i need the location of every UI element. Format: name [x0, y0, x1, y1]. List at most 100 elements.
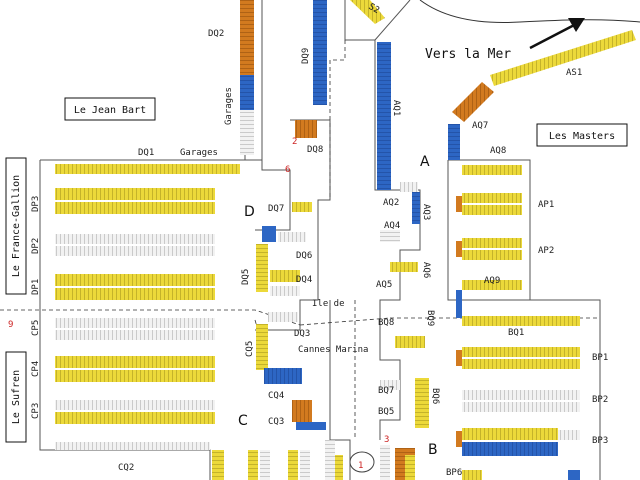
bq8-berths [395, 336, 425, 348]
masters-box [536, 123, 628, 147]
bp3-berths-b [462, 442, 558, 456]
zone-c: C [238, 413, 248, 429]
cp3-berths-b [55, 412, 215, 424]
dp1-berths-a [55, 274, 215, 286]
bq6-berths [415, 378, 429, 428]
label-bp6: BP6 [446, 468, 462, 478]
bp3-berths-a [462, 428, 558, 440]
aq9-end [456, 290, 462, 318]
bottom-pontoon-1 [248, 450, 258, 480]
bottom-pontoon-5 [325, 440, 335, 480]
aq5-berths [390, 262, 418, 272]
dp3-berths-b [55, 202, 215, 214]
bp3-grey [558, 430, 580, 440]
label-dq1: DQ1 [138, 148, 154, 158]
bottom-pontoon-3 [288, 450, 298, 480]
dq2-berths-orange [240, 0, 254, 75]
ap2-end [456, 241, 462, 257]
label-dq8: DQ8 [307, 145, 323, 155]
number-2: 2 [292, 137, 297, 147]
sea-label: Vers la Mer [425, 47, 511, 62]
cp5-berths-b [55, 330, 215, 340]
bp2-berths-a [462, 390, 580, 400]
ap2-berths-a [462, 238, 522, 248]
dq2-berths-blue [240, 75, 254, 110]
number-9: 9 [8, 320, 13, 330]
garages-label-horizontal: Garages [180, 148, 218, 158]
label-cq3: CQ3 [268, 417, 284, 427]
label-cq2: CQ2 [118, 463, 134, 473]
dq5-berths [256, 244, 268, 292]
label-bq1: BQ1 [508, 328, 524, 338]
dq9-berths [313, 0, 327, 105]
zone-d: D [244, 204, 255, 220]
aq8-berths [462, 165, 522, 175]
dp2-berths-a [55, 234, 215, 244]
label-aq3: AQ3 [421, 204, 431, 220]
ap1-berths-b [462, 205, 522, 215]
cq3-blue [296, 422, 326, 430]
sufren-label: Le Sufren [11, 370, 22, 424]
bp2-berths-b [462, 402, 580, 412]
as1-berths [490, 30, 636, 86]
label-aq5: AQ5 [376, 280, 392, 290]
dq3-grey [268, 312, 298, 322]
label-dq2: DQ2 [208, 29, 224, 39]
aq2-berths [400, 182, 418, 192]
jean-bart-label: Le Jean Bart [74, 105, 146, 116]
ap1-end [456, 196, 462, 212]
bp6-blue [568, 470, 580, 480]
number-3: 3 [384, 435, 389, 445]
label-bq6: BQ6 [430, 388, 440, 404]
label-aq2: AQ2 [383, 198, 399, 208]
dq8-berths [295, 120, 317, 138]
dq6-berths [262, 226, 276, 242]
bottom-pontoon-8 [405, 455, 415, 480]
label-aq8: AQ8 [490, 146, 506, 156]
dp3-berths-a [55, 188, 215, 200]
bottom-pontoon-7 [380, 445, 390, 480]
sea-arrow [529, 20, 581, 50]
label-aq4: AQ4 [384, 221, 400, 231]
number-6: 6 [285, 165, 290, 175]
bottom-pontoon-4 [300, 450, 310, 480]
sea-arrow-head [568, 18, 585, 32]
dq6-grey [278, 232, 306, 242]
label-aq7: AQ7 [472, 121, 488, 131]
label-bq9: BQ9 [425, 310, 435, 326]
cq5-berths [256, 324, 268, 370]
label-aq9: AQ9 [484, 276, 500, 286]
zone-b: B [428, 442, 438, 458]
label-dq3: DQ3 [294, 329, 310, 339]
cp5-berths-a [55, 318, 215, 328]
bp1-berths-a [462, 347, 580, 357]
bottom-pontoon-2 [260, 450, 270, 480]
bq1-berths [462, 316, 580, 326]
cannes-marina-label: Cannes Marina [298, 345, 368, 355]
label-cp5: CP5 [31, 320, 41, 336]
cq2-berths [55, 442, 210, 450]
france-gallion-box [5, 157, 27, 295]
cp3-berths-a [55, 400, 215, 410]
ap1-berths-a [462, 193, 522, 203]
bp6-berths [462, 470, 482, 480]
ile-de-label: Ile de [312, 299, 345, 309]
bp1-berths-b [462, 359, 580, 369]
cq3-berths [292, 400, 312, 422]
cq4-berths [264, 368, 302, 384]
aq7-berths [452, 82, 494, 122]
aq9-berths [462, 280, 522, 290]
label-bq7: BQ7 [378, 386, 394, 396]
as2-berths [350, 0, 385, 24]
label-bq5: BQ5 [378, 407, 394, 417]
dq2-berths-grey [240, 110, 254, 155]
cp4-berths-b [55, 370, 215, 382]
coastline [419, 0, 640, 24]
label-bp1: BP1 [592, 353, 608, 363]
aq1-berths [377, 42, 391, 190]
zone-a: A [420, 154, 430, 170]
label-bp3: BP3 [592, 436, 608, 446]
label-dq4: DQ4 [296, 275, 312, 285]
bottom-pontoon-6 [335, 455, 343, 480]
